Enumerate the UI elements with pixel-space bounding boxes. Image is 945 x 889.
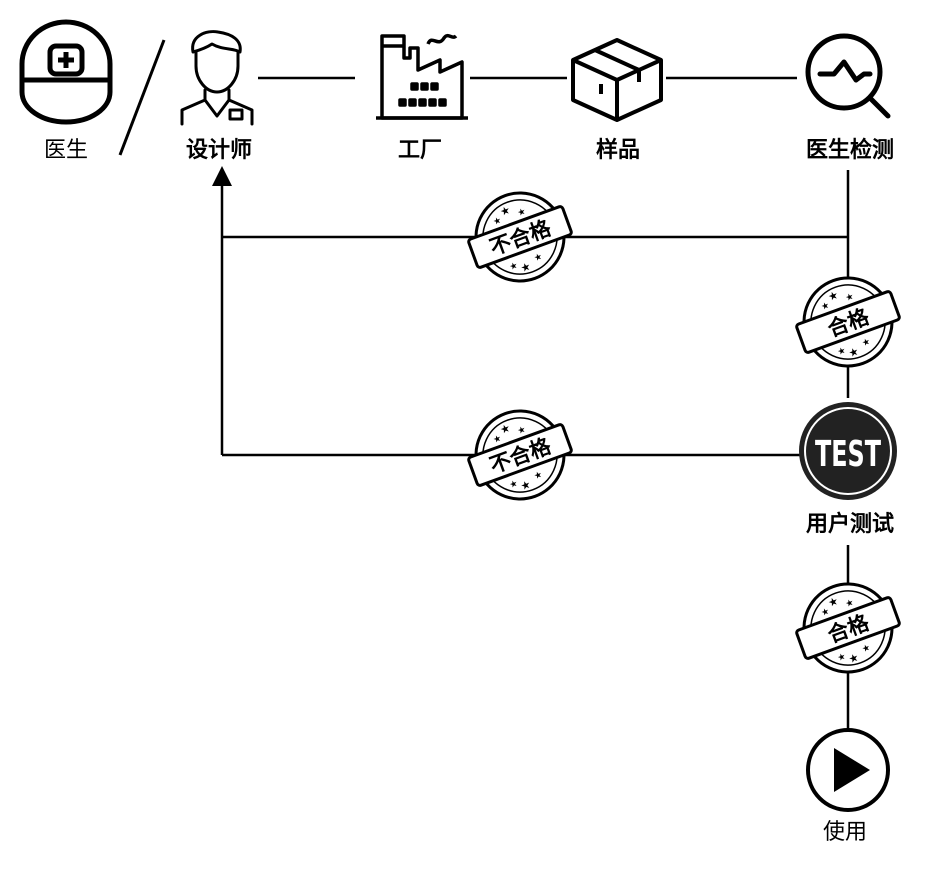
label-sample: 样品 xyxy=(595,138,641,163)
svg-text:★: ★ xyxy=(498,421,512,437)
test-badge-text: TEST xyxy=(815,434,881,475)
svg-text:★: ★ xyxy=(498,203,512,219)
inspection-magnifier-icon xyxy=(805,33,891,119)
svg-text:★: ★ xyxy=(492,434,503,446)
pass-stamp-2: ★ ★ ★ ★ ★ ★ 合格 xyxy=(795,582,901,674)
svg-text:★: ★ xyxy=(533,252,544,264)
svg-text:★: ★ xyxy=(519,260,533,276)
test-badge: TEST xyxy=(799,402,897,500)
svg-text:★: ★ xyxy=(836,346,847,358)
connector-lines xyxy=(220,76,850,735)
svg-text:★: ★ xyxy=(861,337,872,349)
sample-box-icon xyxy=(571,38,663,122)
svg-text:★: ★ xyxy=(533,470,544,482)
label-user-test: 用户测试 xyxy=(805,512,895,537)
svg-text:★: ★ xyxy=(836,652,847,664)
factory-icon xyxy=(376,33,468,120)
svg-text:★: ★ xyxy=(516,425,527,437)
pass-stamp-1: ★ ★ ★ ★ ★ ★ 合格 xyxy=(795,276,901,368)
label-factory: 工厂 xyxy=(397,138,443,163)
svg-text:★: ★ xyxy=(508,261,519,273)
svg-text:★: ★ xyxy=(826,288,840,304)
svg-text:★: ★ xyxy=(492,216,503,228)
fail-stamp-2: ★ ★ ★ ★ ★ ★ 不合格 xyxy=(467,409,573,501)
svg-text:★: ★ xyxy=(820,301,831,313)
svg-text:★: ★ xyxy=(516,207,527,219)
designer-person-icon xyxy=(180,30,254,126)
svg-text:★: ★ xyxy=(844,598,855,610)
svg-text:★: ★ xyxy=(508,479,519,491)
play-icon xyxy=(806,728,890,812)
arrow-up-icon xyxy=(212,166,232,186)
svg-text:★: ★ xyxy=(820,607,831,619)
svg-text:★: ★ xyxy=(844,292,855,304)
svg-text:★: ★ xyxy=(847,651,861,667)
divider-slash xyxy=(118,39,166,156)
fail-stamp-1: ★ ★ ★ ★ ★ ★ 不合格 xyxy=(467,191,573,283)
label-use: 使用 xyxy=(822,820,868,845)
label-designer: 设计师 xyxy=(185,138,253,163)
label-doctor: 医生 xyxy=(43,138,89,163)
svg-text:★: ★ xyxy=(847,345,861,361)
label-doctor-check: 医生检测 xyxy=(805,138,895,163)
svg-text:★: ★ xyxy=(861,643,872,655)
svg-text:★: ★ xyxy=(519,478,533,494)
svg-text:★: ★ xyxy=(826,594,840,610)
doctor-helmet-icon xyxy=(19,19,113,125)
